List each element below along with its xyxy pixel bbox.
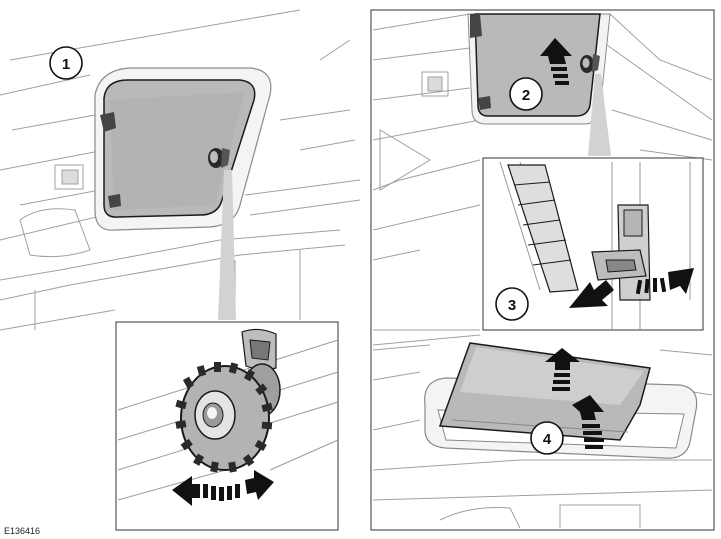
lift-arrow-icon [545, 348, 580, 391]
zoom-beam-2 [588, 74, 611, 156]
rotate-arrow-small-icon [635, 268, 694, 295]
right-bottom-scene [372, 334, 713, 529]
step-badge-3: 3 [495, 287, 529, 321]
right-sunroof-top [467, 13, 611, 125]
step-badge-1: 1 [49, 46, 83, 80]
step-badge-2: 2 [509, 77, 543, 111]
left-sunroof [94, 67, 272, 231]
left-scene [0, 9, 361, 331]
step-label-4: 4 [543, 431, 552, 448]
step-label-2: 2 [522, 87, 530, 104]
zoom-beam-1 [218, 170, 236, 320]
step-label-3: 3 [508, 297, 516, 314]
right-scene [372, 13, 713, 351]
rotate-arrow-icon [172, 470, 274, 506]
step-badge-4: 4 [530, 421, 564, 455]
figure-code: E136416 [4, 526, 40, 536]
right-sunroof-open [424, 342, 698, 459]
push-up-arrow-icon [540, 38, 572, 85]
lift-arrow-icon-2 [572, 395, 604, 449]
knob-icon [208, 148, 230, 168]
left-hinge-bottom [108, 194, 121, 208]
inset-knob-detail [115, 321, 339, 531]
push-arrow-icon [569, 280, 614, 308]
step-label-1: 1 [62, 56, 70, 73]
left-hinge-top [100, 112, 116, 132]
